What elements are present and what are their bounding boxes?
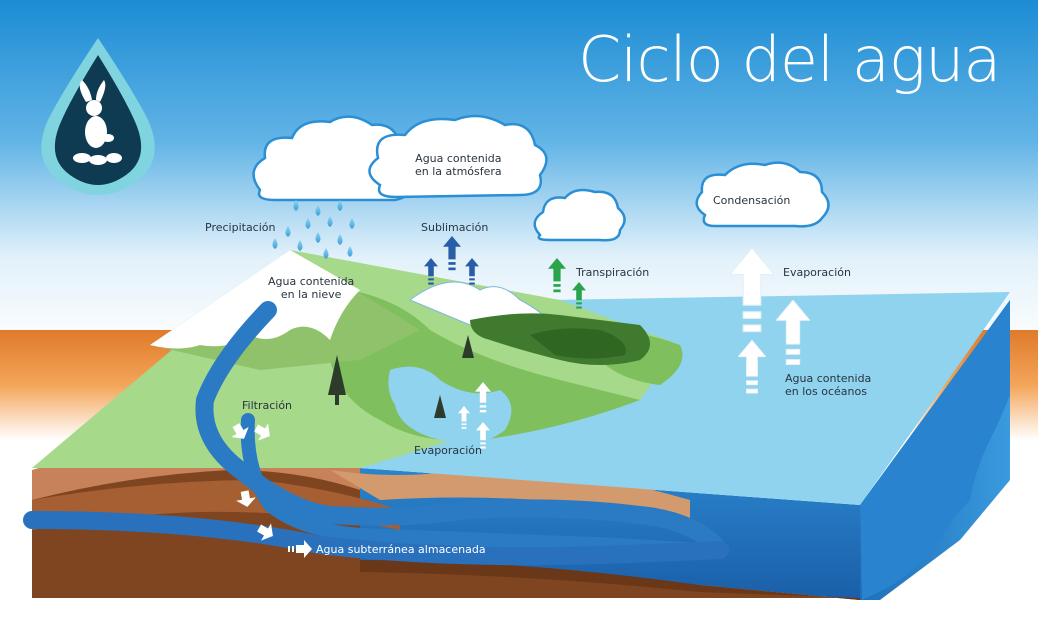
label-condensation: Condensación [713,194,791,207]
cloud-small [533,188,626,242]
filtration-arrows [231,423,312,558]
label-atmosphere: Agua contenida en la atmósfera [415,152,502,178]
label-oceans: Agua contenida en los océanos [785,372,872,398]
soil-strata-dark [32,480,400,530]
label-precipitation: Precipitación [205,221,276,234]
label-sublimation: Sublimación [421,221,489,234]
water-drop-rabbit-logo [41,38,155,195]
ocean-surface [360,292,1010,505]
page-title: Ciclo del agua [578,23,1001,96]
soil-lower-layer [360,560,860,600]
snow-cap [150,250,360,349]
pine-trees [328,335,474,418]
label-evaporation-ocean: Evaporación [783,266,851,279]
label-transpiration: Transpiración [576,266,650,279]
cloud-atmosphere [368,114,548,199]
label-groundwater: Agua subterránea almacenada [316,543,486,556]
forest-dark [530,328,626,359]
label-evaporation-lake: Evaporación [414,444,482,457]
ocean-block-edge [860,300,1010,600]
rain-drops [272,200,355,259]
label-snow: Agua contenida en la nieve [268,275,355,301]
lake [388,366,512,444]
label-filtration: Filtración [242,399,293,412]
cloud-condensation [695,161,830,228]
rivers [23,301,729,566]
